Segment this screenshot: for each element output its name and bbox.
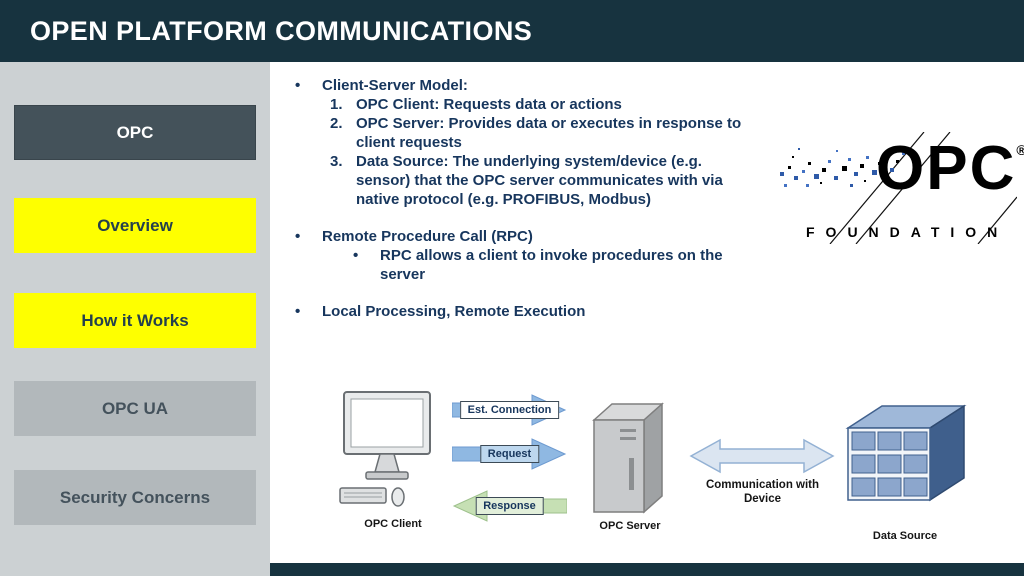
section-title: Local Processing, Remote Execution: [322, 303, 586, 320]
bullet-rpc: Remote Procedure Call (RPC): [292, 227, 762, 246]
bullet-icon: [350, 246, 380, 284]
sidebar-item-label: How it Works: [81, 310, 189, 330]
section-title: Remote Procedure Call (RPC): [322, 228, 533, 245]
client-computer-icon: [339, 391, 431, 507]
numbered-item: 2. OPC Server: Provides data or executes…: [330, 114, 762, 152]
opc-foundation-logo: OPC® FOUNDATION: [772, 132, 1024, 244]
est-connection-arrow: Est. Connection: [452, 392, 567, 428]
request-label: Request: [479, 445, 540, 463]
opc-logo-wordmark: OPC®: [876, 138, 1024, 200]
page-title: OPEN PLATFORM COMMUNICATIONS: [30, 16, 533, 46]
opc-logo-text: OPC: [876, 134, 1017, 203]
sidebar-item-security-concerns[interactable]: Security Concerns: [14, 470, 256, 525]
item-number: 2.: [330, 115, 343, 132]
opc-logo-foundation-text: FOUNDATION: [806, 224, 1009, 240]
slide-body-text: Client-Server Model: 1. OPC Client: Requ…: [292, 76, 762, 321]
sub-bullet-text: RPC allows a client to invoke procedures…: [380, 247, 723, 283]
footer-bar: [270, 563, 1024, 576]
item-number: 1.: [330, 96, 343, 113]
section-title: Client-Server Model:: [322, 77, 468, 94]
item-text: OPC Server: Provides data or executes in…: [356, 115, 742, 151]
sidebar-item-how-it-works[interactable]: How it Works: [14, 293, 256, 348]
bullet-icon: [292, 76, 322, 95]
registered-mark: ®: [1016, 142, 1024, 158]
item-number: 3.: [330, 153, 343, 170]
double-arrow-icon: [689, 438, 835, 474]
sub-bullet: RPC allows a client to invoke procedures…: [350, 246, 762, 284]
sidebar-item-label: Security Concerns: [59, 487, 211, 507]
server-label: OPC Server: [599, 520, 661, 532]
server-tower-icon: [592, 402, 664, 514]
bullet-icon: [292, 227, 322, 246]
request-arrow: Request: [452, 436, 567, 472]
opc-logo-decoration-icon: [780, 132, 1017, 244]
sidebar-item-opc-ua[interactable]: OPC UA: [14, 381, 256, 436]
data-source-icon: [845, 404, 967, 502]
numbered-item: 3. Data Source: The underlying system/de…: [330, 152, 762, 209]
datasource-label: Data Source: [872, 530, 938, 542]
communication-with-device-label: Communication with Device: [705, 479, 820, 505]
sidebar: OPC Overview How it Works OPC UA Securit…: [0, 62, 270, 576]
sidebar-item-label: Overview: [97, 215, 173, 235]
bullet-local-processing: Local Processing, Remote Execution: [292, 302, 762, 321]
sidebar-item-label: OPC UA: [101, 398, 169, 418]
client-label: OPC Client: [364, 518, 422, 530]
response-label: Response: [475, 497, 544, 515]
bullet-client-server: Client-Server Model:: [292, 76, 762, 95]
est-connection-label: Est. Connection: [459, 401, 560, 419]
item-text: Data Source: The underlying system/devic…: [356, 153, 723, 208]
sidebar-item-opc[interactable]: OPC: [14, 105, 256, 160]
sidebar-item-label: OPC: [116, 122, 154, 142]
sidebar-item-overview[interactable]: Overview: [14, 198, 256, 253]
numbered-item: 1. OPC Client: Requests data or actions: [330, 95, 762, 114]
item-text: OPC Client: Requests data or actions: [356, 96, 622, 113]
response-arrow: Response: [452, 488, 567, 524]
bullet-icon: [292, 302, 322, 321]
header-bar: OPEN PLATFORM COMMUNICATIONS: [0, 0, 1024, 62]
